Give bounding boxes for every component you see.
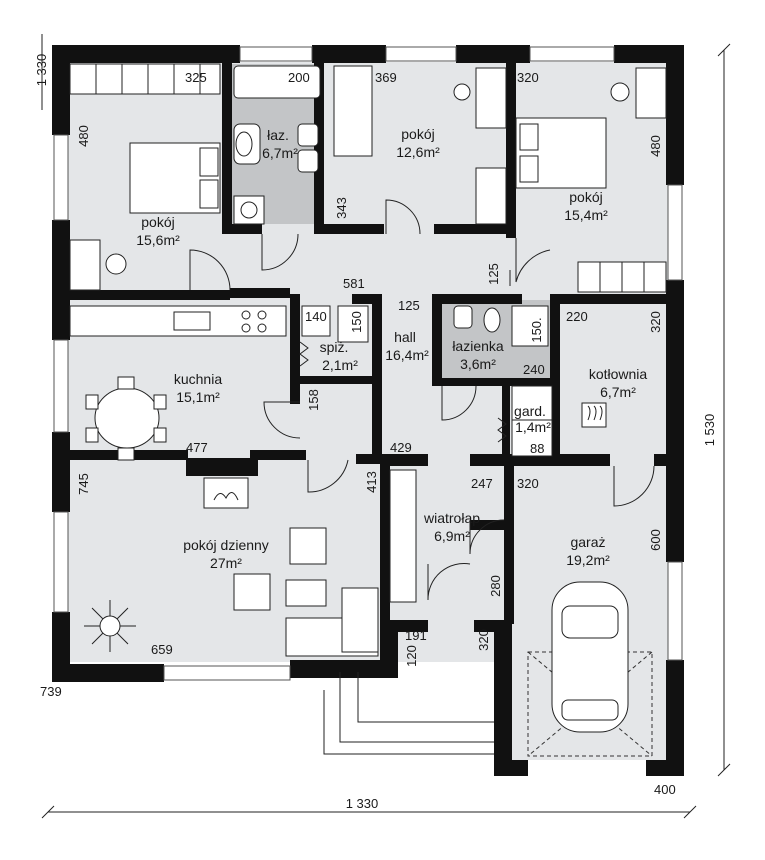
dim-581: 581 — [343, 276, 365, 291]
dim-480-a: 480 — [76, 125, 91, 147]
room-area-pokoj-dzienny: 27m² — [210, 555, 242, 571]
coat-hooks — [299, 341, 507, 443]
room-name-gard: gard. — [514, 403, 546, 419]
dim-150-a: 150 — [349, 311, 364, 333]
room-area-pokoj-n: 12,6m² — [396, 144, 440, 160]
dim-659: 659 — [151, 642, 173, 657]
dim-739: 739 — [40, 684, 62, 699]
dim-280: 280 — [488, 575, 503, 597]
furniture — [69, 63, 667, 757]
dim-320-c: 320 — [517, 476, 539, 491]
dim-150-b: 150. — [529, 317, 544, 342]
room-labels: pokój 15,6m² łaz. 6,7m² pokój 12,6m² pok… — [136, 126, 647, 571]
room-name-wiatrolap: wiatrołap — [423, 510, 480, 526]
dim-320-b: 320 — [648, 311, 663, 333]
dim-220: 220 — [566, 309, 588, 324]
room-area-kuchnia: 15,1m² — [176, 389, 220, 405]
dim-125-b: 125 — [398, 298, 420, 313]
exterior-dimensions: 1 330 1 530 1 330 — [34, 34, 731, 819]
room-name-lazienka: łazienka — [452, 338, 504, 354]
room-name-garaz: garaż — [570, 534, 605, 550]
room-area-garaz: 19,2m² — [566, 552, 610, 568]
dim-88: 88 — [530, 441, 544, 456]
ext-dim-top-left: 1 330 — [34, 54, 49, 87]
dimension-labels: 325 200 369 320 480 480 343 581 125 125 … — [40, 70, 676, 797]
boiler-icon — [587, 405, 603, 421]
room-name-kotlownia: kotłownia — [589, 366, 648, 382]
room-area-lazienka: 3,6m² — [460, 356, 496, 372]
room-name-hall: hall — [394, 329, 416, 345]
dim-480-b: 480 — [648, 135, 663, 157]
dim-120: 120 — [404, 645, 419, 667]
ext-dim-bottom: 1 330 — [346, 796, 379, 811]
room-area-spiz: 2,1m² — [322, 357, 358, 373]
dim-369: 369 — [375, 70, 397, 85]
room-area-hall: 16,4m² — [385, 347, 429, 363]
doors — [189, 199, 655, 601]
dim-325: 325 — [185, 70, 207, 85]
dim-320-a: 320 — [517, 70, 539, 85]
dim-240: 240 — [523, 362, 545, 377]
dim-400: 400 — [654, 782, 676, 797]
dim-200: 200 — [288, 70, 310, 85]
fireplace-icon — [213, 492, 239, 501]
dim-191: 191 — [405, 628, 427, 643]
room-name-laz: łaz. — [267, 127, 289, 143]
dim-320-d: 320 — [476, 629, 491, 651]
walls — [52, 45, 684, 776]
room-name-pokoj-n: pokój — [401, 126, 434, 142]
dim-745: 745 — [76, 473, 91, 495]
room-area-pokoj-nw: 15,6m² — [136, 232, 180, 248]
dim-125-a: 125 — [486, 263, 501, 285]
room-area-kotlownia: 6,7m² — [600, 384, 636, 400]
dim-343: 343 — [334, 197, 349, 219]
ext-dim-right: 1 530 — [702, 414, 717, 447]
room-area-laz: 6,7m² — [262, 145, 298, 161]
dim-158: 158 — [306, 389, 321, 411]
dim-477: 477 — [186, 440, 208, 455]
room-area-pokoj-ne: 15,4m² — [564, 207, 608, 223]
dim-247: 247 — [471, 476, 493, 491]
room-name-pokoj-nw: pokój — [141, 214, 174, 230]
room-area-gard: 1,4m² — [515, 419, 551, 435]
room-name-pokoj-ne: pokój — [569, 189, 602, 205]
room-name-spiz: spiż. — [320, 339, 349, 355]
room-name-kuchnia: kuchnia — [174, 371, 222, 387]
room-name-pokoj-dzienny: pokój dzienny — [183, 537, 269, 553]
dim-600: 600 — [648, 529, 663, 551]
dim-429: 429 — [390, 440, 412, 455]
windows — [53, 46, 683, 681]
dim-413: 413 — [364, 471, 379, 493]
room-area-wiatrolap: 6,9m² — [434, 528, 470, 544]
dim-140: 140 — [305, 309, 327, 324]
